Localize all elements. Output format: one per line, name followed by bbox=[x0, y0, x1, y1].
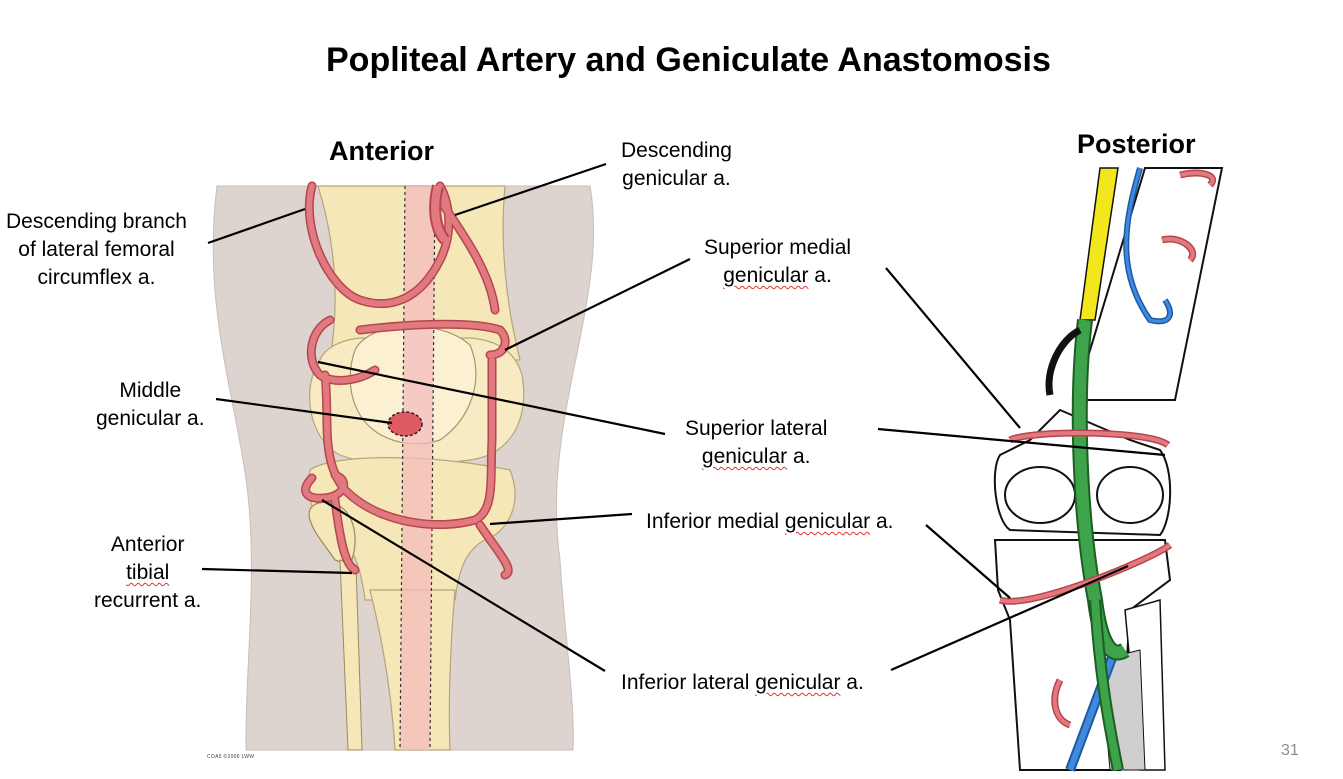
leader-superior-medial-posterior bbox=[885, 267, 1021, 429]
leader-superior-lateral-anterior bbox=[317, 360, 666, 436]
leader-lines bbox=[201, 162, 1166, 672]
label-descending-branch-lateral-femoral-circumflex: Descending branch of lateral femoral cir… bbox=[6, 210, 187, 289]
leader-descending-genicular bbox=[454, 162, 607, 217]
label-inferior-medial-genicular: Inferior medial genicular a. bbox=[646, 510, 894, 533]
page-title: Popliteal Artery and Geniculate Anastomo… bbox=[326, 41, 1051, 79]
leader-inferior-lateral-posterior bbox=[890, 564, 1129, 672]
leader-superior-lateral-posterior bbox=[877, 427, 1166, 457]
page-number: 31 bbox=[1281, 742, 1299, 759]
leader-anterior-tibial-recurrent bbox=[201, 567, 353, 575]
leader-inferior-medial-anterior bbox=[489, 512, 633, 526]
label-superior-medial-genicular: Superior medial genicular a. bbox=[704, 236, 852, 287]
anterior-knee-illustration bbox=[212, 181, 595, 751]
middle-genicular-marker bbox=[387, 411, 423, 437]
label-middle-genicular: Middle genicular a. bbox=[96, 379, 205, 430]
copyright-note: COA5 ©2006 LWW bbox=[207, 754, 255, 760]
anterior-heading: Anterior bbox=[329, 136, 435, 166]
posterior-heading: Posterior bbox=[1077, 129, 1196, 159]
label-descending-genicular: Descending genicular a. bbox=[621, 139, 732, 190]
leader-desc-branch-lateral-femoral bbox=[207, 207, 306, 245]
label-inferior-lateral-genicular: Inferior lateral genicular a. bbox=[621, 671, 864, 694]
leader-middle bbox=[215, 397, 393, 425]
label-superior-lateral-genicular: Superior lateral genicular a. bbox=[685, 417, 828, 468]
label-anterior-tibial-recurrent: Anterior tibial recurrent a. bbox=[94, 533, 202, 612]
leader-inferior-lateral-anterior bbox=[321, 499, 606, 672]
nerve bbox=[1079, 167, 1119, 321]
posterior-knee-illustration bbox=[993, 167, 1224, 772]
posterior-femur bbox=[1073, 167, 1224, 401]
leader-superior-medial-anterior bbox=[504, 258, 691, 351]
leader-inferior-medial-posterior bbox=[925, 524, 1011, 599]
